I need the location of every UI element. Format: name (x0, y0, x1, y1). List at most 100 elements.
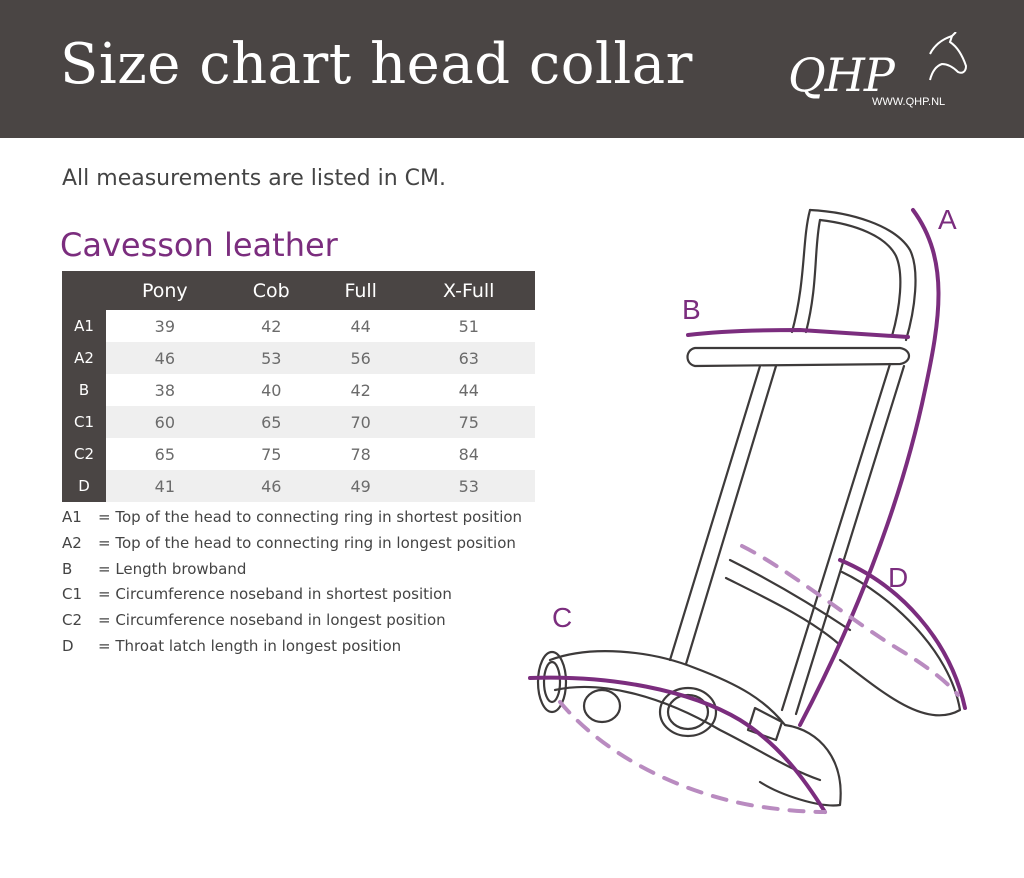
crown-right-edge (804, 218, 822, 334)
legend-code: B (62, 559, 73, 578)
table-cell: 78 (350, 444, 371, 464)
left-ring (536, 650, 568, 714)
legend-text: = Top of the head to connecting ring in … (98, 533, 516, 552)
horse-head-icon (929, 32, 968, 81)
logo-text: QHP (788, 48, 895, 102)
row-label: C2 (62, 438, 106, 470)
table-cell: 75 (261, 444, 282, 464)
label-a: A (938, 204, 957, 235)
row-label: D (62, 470, 106, 502)
table-row: C2 65 75 78 84 (62, 438, 535, 470)
row-label: A2 (62, 342, 106, 374)
legend-code: A1 (62, 508, 82, 526)
table-cell: 65 (223, 406, 319, 438)
right-cheek-strap-inner (794, 364, 906, 716)
row-label: B (62, 374, 106, 406)
center-ring (658, 686, 718, 738)
crown-piece-inner (818, 218, 902, 338)
column-header: Cob (223, 271, 319, 310)
throat-strap-inner (724, 576, 842, 647)
legend-item: A2 = Top of the head to connecting ring i… (62, 534, 522, 560)
throat-strap (728, 558, 852, 632)
measure-d-line (838, 558, 967, 710)
table-cell: 44 (350, 316, 371, 336)
throat-loop (838, 570, 962, 717)
table-cell: 70 (318, 406, 403, 438)
measurement-note: All measurements are listed in CM. (62, 166, 446, 191)
table-header-row: Pony Cob Full X-Full (62, 271, 535, 310)
legend-text: = Length browband (98, 559, 247, 578)
measure-c-line (528, 675, 827, 814)
table-cell: 75 (402, 406, 535, 438)
table-cell: 40 (261, 380, 282, 400)
small-ring (582, 688, 622, 724)
chin-buckle (746, 706, 784, 742)
right-cheek-strap (780, 362, 892, 712)
measure-a-line (798, 208, 941, 727)
left-cheek-strap-inner (684, 364, 778, 666)
row-label: A1 (62, 310, 106, 342)
head-collar-drawing (528, 208, 967, 814)
legend-list: A1 = Top of the head to connecting ring i… (62, 508, 522, 663)
table-cell: 84 (458, 444, 479, 464)
legend-code: C1 (62, 585, 83, 604)
legend-item: B = Length browband (62, 560, 522, 586)
label-b: B (682, 294, 701, 325)
table-cell: 38 (154, 380, 176, 400)
logo-url: WWW.QHP.NL (872, 96, 946, 108)
section-title: Cavesson leather (60, 226, 338, 264)
table-corner-cell (62, 271, 106, 310)
column-header: Full (318, 271, 403, 310)
table-row: A2 46 53 56 63 (62, 342, 535, 374)
table-row: C1 60 65 70 75 (62, 406, 535, 438)
legend-text: = Throat latch length in longest positio… (98, 636, 402, 655)
column-header: Pony (106, 271, 224, 310)
label-c: C (552, 602, 573, 633)
table-cell: 42 (350, 380, 371, 400)
header-bar: Size chart head collar QHP WWW.QHP.NL (0, 0, 1024, 138)
left-cheek-strap (668, 364, 762, 662)
table-cell: 56 (318, 342, 403, 374)
browband (686, 346, 911, 368)
table-cell: 41 (106, 470, 224, 502)
legend-item: A1 = Top of the head to connecting ring i… (62, 508, 522, 534)
legend-text: = Circumference noseband in longest posi… (98, 611, 446, 630)
table-cell: 44 (458, 380, 479, 400)
row-label: C1 (62, 406, 106, 438)
legend-text: = Top of the head to connecting ring in … (98, 508, 523, 526)
center-ring-inner (666, 693, 710, 731)
table-cell: 42 (261, 316, 282, 336)
table-cell: 60 (106, 406, 224, 438)
table-cell: 46 (223, 470, 319, 502)
table-cell: 46 (106, 342, 224, 374)
noseband-front (758, 723, 842, 807)
table-cell: 49 (318, 470, 403, 502)
left-ring-inner (542, 660, 562, 704)
page-title: Size chart head collar (60, 32, 693, 97)
table-row: B 38 40 42 44 (62, 374, 535, 406)
measure-c-dashed (558, 700, 827, 814)
table-cell: 53 (402, 470, 535, 502)
table-cell: 65 (154, 444, 176, 464)
table-cell: 53 (223, 342, 319, 374)
table-cell: 39 (154, 316, 176, 336)
table-cell: 63 (402, 342, 535, 374)
crown-left-edge (790, 208, 812, 334)
size-table: Pony Cob Full X-Full A1 39 42 44 51 A2 4… (62, 271, 535, 502)
head-collar-diagram: A B C D (520, 190, 1020, 830)
table-cell: 51 (458, 316, 479, 336)
legend-code: A2 (62, 533, 82, 552)
noseband-bottom (553, 685, 822, 782)
crown-piece (808, 208, 917, 342)
legend-code: D (62, 636, 74, 655)
column-header: X-Full (402, 271, 535, 310)
label-d: D (888, 562, 909, 593)
measure-b-line (686, 327, 910, 339)
legend-item: D = Throat latch length in longest positi… (62, 637, 522, 663)
measure-d-dashed (740, 544, 960, 697)
qhp-logo: QHP WWW.QHP.NL (780, 30, 980, 120)
legend-text: = Circumference noseband in shortest pos… (98, 585, 452, 604)
table-row: A1 39 42 44 51 (62, 310, 535, 342)
legend-item: C2= Circumference noseband in longest po… (62, 611, 522, 637)
table-row: D 41 46 49 53 (62, 470, 535, 502)
